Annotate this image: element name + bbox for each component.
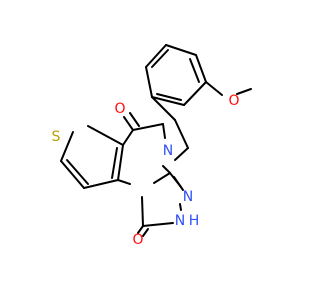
bond (151, 96, 185, 106)
atom-o-methoxy: O (228, 93, 239, 109)
bond (137, 225, 144, 234)
bond (129, 112, 140, 127)
bond (174, 147, 189, 161)
atom-h-nh: H (189, 213, 200, 229)
bond (111, 147, 118, 179)
bond (183, 81, 207, 106)
bond (162, 165, 171, 174)
bond (165, 44, 197, 56)
bond (117, 144, 124, 181)
bond (123, 116, 134, 131)
atom-n-nh: N (175, 213, 185, 229)
bond (236, 88, 252, 95)
bond (132, 123, 164, 131)
bond (142, 228, 149, 237)
bond (195, 54, 207, 83)
bond (145, 44, 167, 68)
atom-s1: S (52, 129, 61, 145)
bond (141, 196, 144, 227)
atom-o1: O (132, 232, 143, 248)
bond (66, 159, 89, 185)
bond (83, 179, 119, 189)
bond (145, 66, 153, 98)
atom-o5: O (114, 101, 125, 117)
bond (173, 176, 184, 191)
bond (117, 179, 131, 185)
bond (122, 129, 134, 146)
bond (205, 81, 223, 96)
atom-n3: N (183, 189, 193, 205)
bond (60, 160, 85, 189)
bond (189, 58, 200, 83)
molecule-structure: S O N O N N H O (52, 44, 252, 248)
bond (162, 123, 166, 139)
bond (156, 93, 182, 101)
structure-canvas: S O N O N N H O (52, 44, 252, 248)
bond (153, 172, 171, 184)
atom-n4: N (163, 143, 173, 159)
bond (142, 222, 174, 227)
bond (87, 125, 124, 146)
bond (174, 119, 189, 149)
bond (179, 203, 182, 211)
bond (151, 96, 176, 121)
bond (60, 131, 74, 162)
bond (151, 49, 169, 68)
